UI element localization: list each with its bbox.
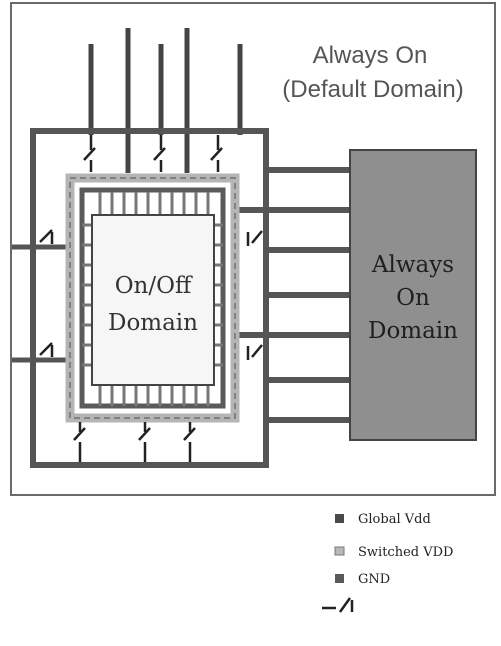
always-on-domain-line1: Always (371, 252, 454, 278)
power-switch-icon (210, 135, 223, 172)
left-wires (12, 244, 70, 363)
always-on-domain-box (349, 149, 477, 441)
legend-swatch-switched-vdd (334, 546, 345, 556)
legend-switch-icon (322, 597, 354, 613)
switched-vdd-ring-dash (69, 177, 236, 419)
power-switch-icon (83, 135, 96, 172)
bus-lines (238, 167, 350, 423)
legend: Global Vdd Switched VDD GND (322, 512, 453, 613)
power-switch-icon (153, 135, 166, 172)
title-line1: Always On (313, 42, 428, 69)
always-on-domain-line3: Domain (368, 318, 458, 344)
power-switch-icon (138, 422, 151, 462)
side-stubs (82, 223, 223, 367)
power-switch-icon (246, 344, 263, 360)
onoff-domain-line2: Domain (108, 310, 198, 336)
onoff-domain-line1: On/Off (115, 273, 193, 299)
legend-swatch-gnd (335, 574, 344, 583)
legend-gnd: GND (358, 572, 390, 587)
inner-gnd-ring (79, 187, 226, 409)
always-on-domain-line2: On (396, 285, 430, 311)
top-stubs (98, 192, 210, 215)
power-switch-icon (39, 342, 54, 357)
legend-swatch-global-vdd (335, 514, 344, 523)
global-vdd-wires (88, 28, 243, 173)
bottom-stubs (98, 385, 210, 406)
title-line2: (Default Domain) (282, 76, 463, 103)
power-switch-icon (246, 230, 263, 246)
legend-global-vdd: Global Vdd (358, 512, 431, 527)
power-switch-icon (39, 229, 54, 244)
onoff-domain-box (91, 214, 215, 386)
power-switch-icon (73, 422, 86, 462)
legend-switched-vdd: Switched VDD (358, 545, 453, 560)
power-switches (39, 135, 263, 462)
power-switch-icon (183, 422, 196, 462)
